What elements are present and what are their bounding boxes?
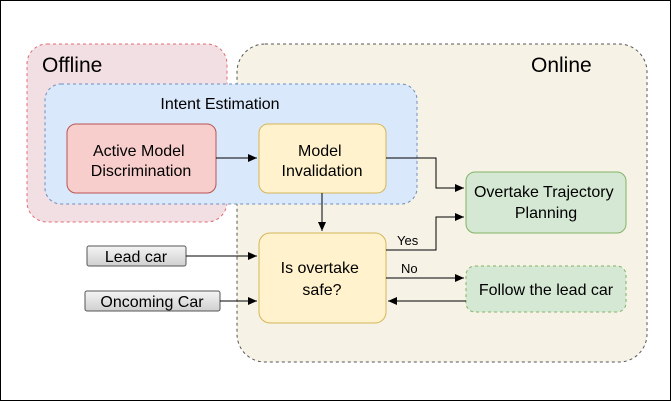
active-model-label: Active Model Discrimination <box>91 143 191 180</box>
lead-car-label: Lead car <box>105 249 168 266</box>
model-invalidation-line-2: Invalidation <box>282 163 363 180</box>
online-region-label: Online <box>531 54 592 77</box>
edge-label-yes: Yes <box>397 233 419 248</box>
intent-estimation-label: Intent Estimation <box>160 96 279 113</box>
edge-invalidation-to-planning <box>386 157 464 192</box>
active-model-line-1: Active Model <box>93 143 185 160</box>
overtake-safe-node <box>258 232 387 324</box>
overtake-safe-line-2: safe? <box>302 282 341 299</box>
model-invalidation-line-1: Model <box>298 143 342 160</box>
offline-region-label: Offline <box>42 54 102 77</box>
overtake-planning-line-1: Overtake Trajectory <box>474 184 614 201</box>
follow-lead-label: Follow the lead car <box>479 282 614 299</box>
edge-safe-yes-to-planning <box>386 213 464 251</box>
edge-label-no: No <box>401 261 418 276</box>
overtake-safe-line-1: Is overtake <box>281 260 359 277</box>
active-model-line-2: Discrimination <box>91 163 191 180</box>
overtake-safe-label: Is overtake safe? <box>281 260 364 299</box>
follow-lead-node <box>465 265 627 313</box>
overtake-planning-label: Overtake Trajectory Planning <box>474 184 618 222</box>
model-invalidation-label: Model Invalidation <box>282 143 363 180</box>
oncoming-car-label: Oncoming Car <box>100 294 204 311</box>
overtake-planning-node <box>465 171 627 234</box>
overtake-planning-line-2: Planning <box>515 205 577 222</box>
